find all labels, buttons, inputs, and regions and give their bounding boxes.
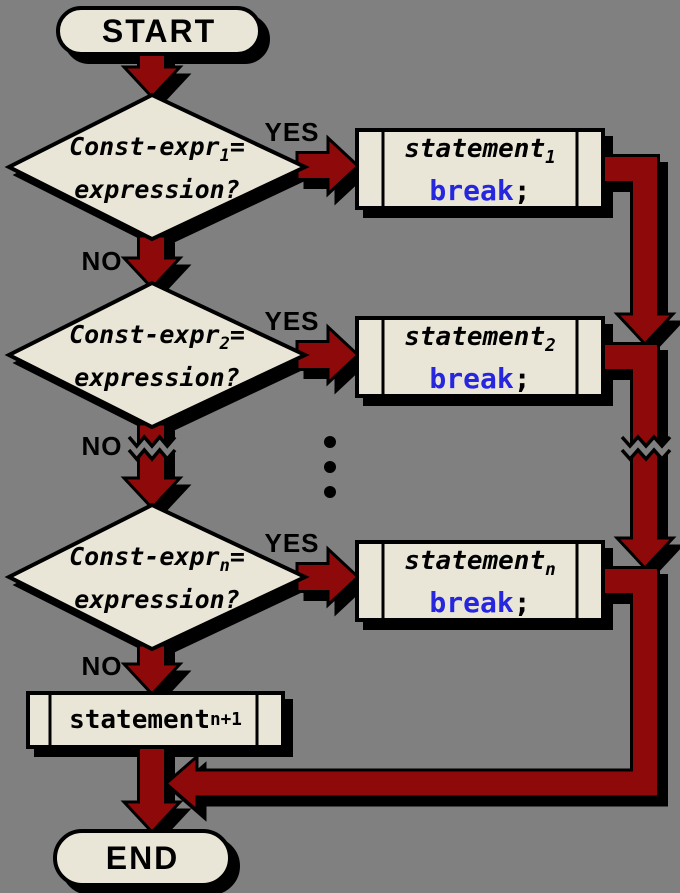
case-box-3 [355,540,605,622]
end-terminator-shape [53,829,232,887]
decision-diamond-3 [4,502,310,652]
default-case-box [26,691,285,749]
break-connector-3-merge-arrow [163,566,660,814]
flow-break-mark-right [620,434,672,462]
default-to-end-arrow [120,742,184,835]
flow-arrows [120,48,677,835]
vertical-ellipsis-icon [324,436,336,498]
case-box-2 [355,316,605,398]
start-terminator-shape [56,6,262,56]
flow-break-mark-main [127,434,177,462]
decision-diamond-1 [4,92,310,242]
flow-nodes [4,6,605,887]
no-arrow-3 [120,643,184,697]
no-arrow-2 [120,422,184,511]
case-box-1 [355,128,605,210]
process-box-side-bars [48,130,579,747]
decision-diamond-2 [4,280,310,430]
yes-arrow-1 [295,134,361,198]
yes-arrow-2 [295,323,361,387]
no-arrow-1 [120,234,184,291]
yes-arrow-3 [295,545,361,609]
break-connector-1 [599,154,677,347]
